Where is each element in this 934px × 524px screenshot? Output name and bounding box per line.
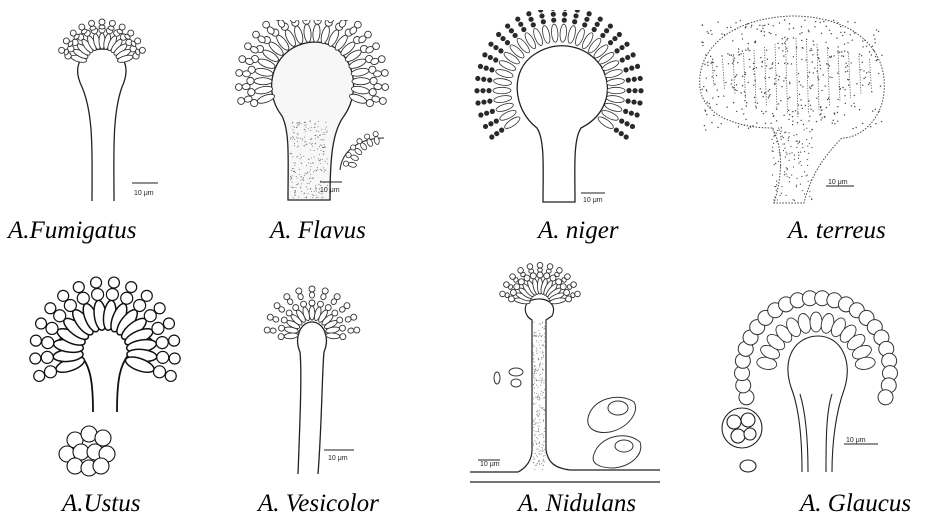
panel-ustus — [5, 262, 205, 484]
scale-label: 10 μm — [480, 461, 500, 468]
flavus-illustration: 10 μm — [212, 20, 412, 205]
glaucus-illustration: 10 μm — [708, 262, 908, 484]
caption-ustus: A.Ustus — [62, 490, 140, 518]
caption-terreus: A. terreus — [788, 217, 886, 245]
panel-terreus: 10 μm — [692, 8, 892, 208]
panel-fumigatus: 10 μm — [20, 5, 200, 205]
scale-label: 10 μm — [328, 455, 348, 462]
ustus-illustration — [5, 262, 205, 484]
caption-vesicolor: A. Vesicolor — [258, 490, 379, 518]
panel-niger: 10 μm — [455, 10, 655, 205]
panel-glaucus: 10 μm — [708, 262, 908, 484]
caption-glaucus: A. Glaucus — [800, 490, 911, 518]
scale-label: 10 μm — [846, 437, 866, 444]
niger-illustration: 10 μm — [455, 10, 655, 205]
panel-vesicolor: 10 μm — [230, 262, 410, 484]
caption-nidulans: A. Nidulans — [518, 490, 636, 518]
scale-label: 10 μm — [583, 197, 603, 204]
caption-niger: A. niger — [538, 217, 619, 245]
caption-fumigatus: A.Fumigatus — [8, 217, 136, 245]
panel-nidulans: 10 μm — [460, 260, 670, 486]
caption-flavus: A. Flavus — [270, 217, 366, 245]
scale-label: 10 μm — [320, 187, 340, 194]
nidulans-illustration: 10 μm — [460, 260, 670, 486]
vesicolor-illustration: 10 μm — [230, 262, 410, 484]
terreus-illustration: 10 μm — [692, 8, 892, 208]
scale-label: 10 μm — [134, 190, 154, 197]
scale-label: 10 μm — [828, 179, 848, 186]
fumigatus-illustration: 10 μm — [20, 5, 200, 205]
panel-flavus: 10 μm — [212, 20, 412, 205]
